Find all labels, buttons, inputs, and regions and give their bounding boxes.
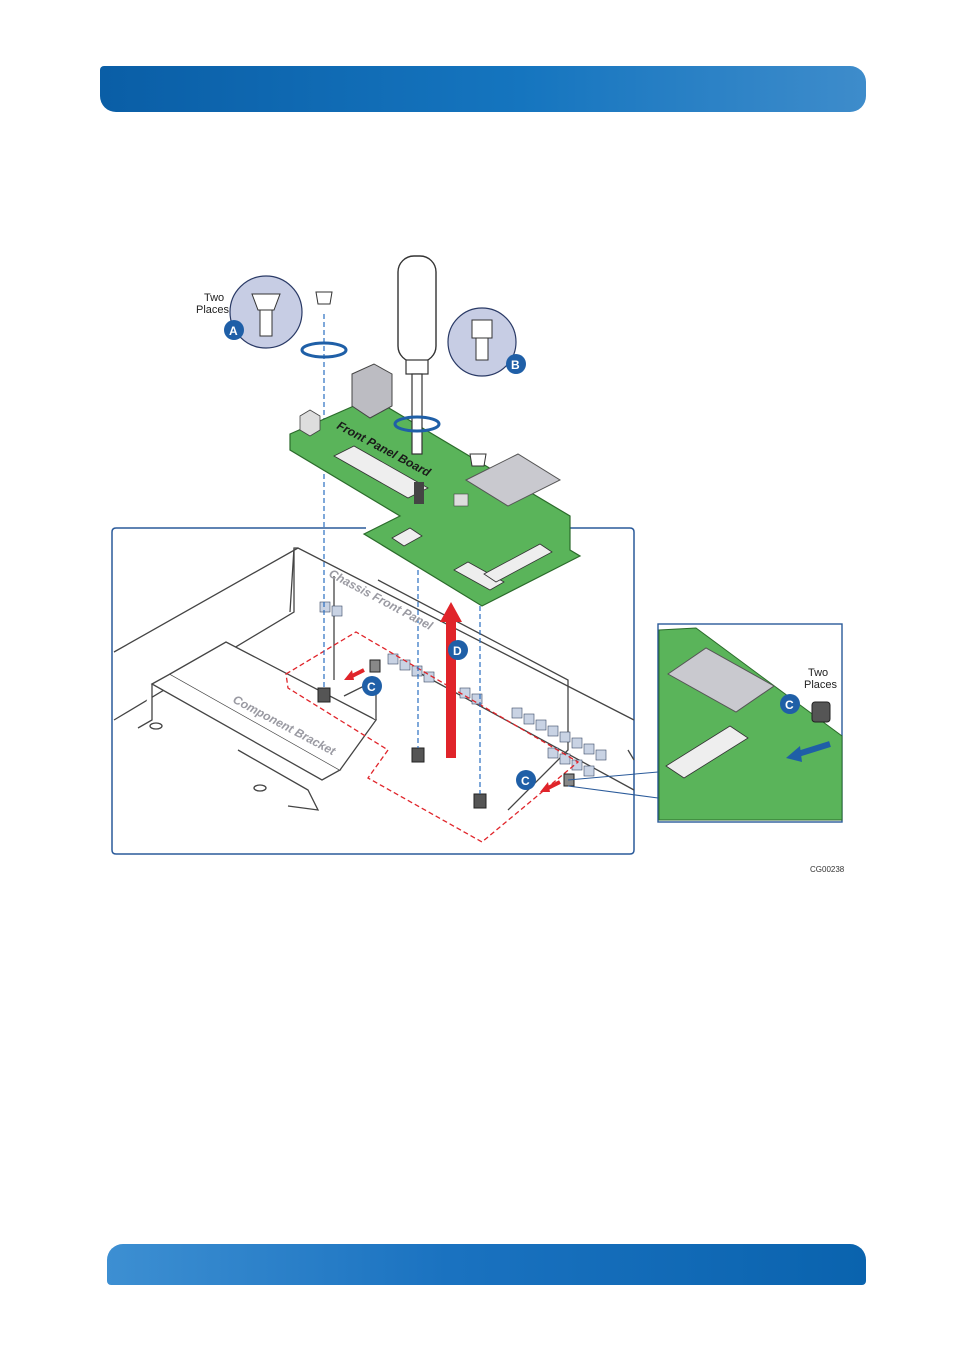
lift-arrow: D xyxy=(440,602,468,758)
two-places-a-line1: Two xyxy=(204,292,224,304)
figure-code: CG00238 xyxy=(810,865,845,874)
loose-screws xyxy=(300,291,487,467)
zoom-inset: C xyxy=(567,623,843,823)
callout-d-letter: D xyxy=(453,644,462,658)
two-places-c-line2: Places xyxy=(804,679,838,691)
pull-arrows: C C xyxy=(344,668,561,792)
two-places-a-line2: Places xyxy=(196,304,230,316)
chassis-frame xyxy=(111,527,635,855)
callout-a-letter: A xyxy=(229,324,238,338)
callout-c2-letter: C xyxy=(521,774,530,788)
screwdriver xyxy=(393,255,441,455)
board-footprint-outline xyxy=(285,631,580,843)
front-panel-board: Front Panel Board xyxy=(289,363,582,607)
chassis-label: Chassis Front Panel xyxy=(327,566,436,633)
front-panel-board-removal-figure: Front Panel Board Chassis Front Panel Co… xyxy=(111,255,845,874)
callout-c1-letter: C xyxy=(367,680,376,694)
callout-bubble-b: B xyxy=(447,307,526,377)
callout-bubble-a: A xyxy=(224,275,303,349)
header-bar xyxy=(100,66,866,112)
component-bracket xyxy=(137,641,377,811)
callout-b-letter: B xyxy=(511,358,520,372)
two-places-c-line1: Two xyxy=(808,667,828,679)
callout-c3-letter: C xyxy=(785,698,794,712)
footer-bar xyxy=(107,1244,866,1285)
